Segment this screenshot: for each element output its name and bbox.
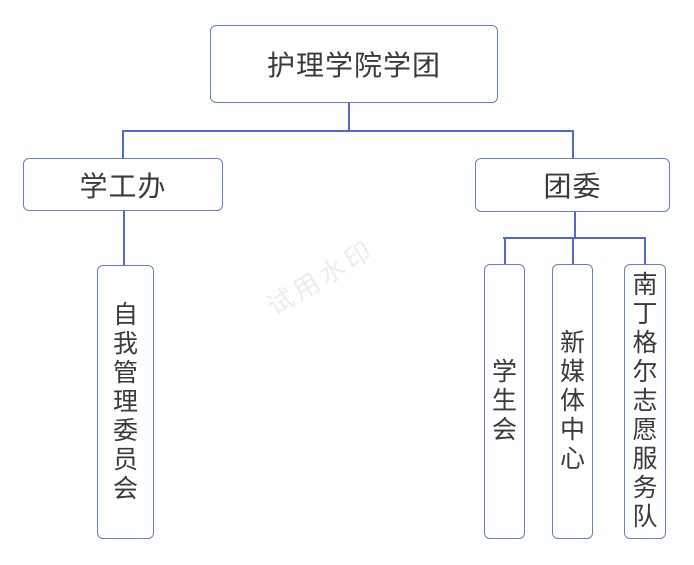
node-nandinggeer-label: 南丁格尔志愿服务队 (632, 271, 658, 531)
trial-watermark: 试用水印 (250, 223, 391, 329)
connector-level1-bus (122, 130, 574, 132)
node-ziwoguanli-label: 自我管理委员会 (113, 300, 139, 503)
connector-xuegongban-child (123, 211, 125, 265)
node-tuanwei[interactable]: 团委 (475, 158, 670, 212)
node-root-label: 护理学院学团 (266, 50, 441, 81)
node-xueshenghui[interactable]: 学生会 (484, 264, 525, 539)
node-xinmeiti-label: 新媒体中心 (560, 329, 586, 473)
connector-tuanwei-stem (574, 212, 576, 238)
node-xinmeiti-zhongxin[interactable]: 新媒体中心 (552, 264, 593, 539)
node-xueshenghui-label: 学生会 (492, 358, 518, 444)
node-nandinggeer-fuwudui[interactable]: 南丁格尔志愿服务队 (624, 264, 666, 539)
connector-drop-xuegongban (122, 130, 124, 158)
node-xuegongban-label: 学工办 (79, 170, 167, 202)
connector-drop-xinmeiti (572, 237, 574, 264)
node-xuegongban[interactable]: 学工办 (23, 158, 223, 211)
connector-drop-tuanwei (572, 130, 574, 158)
connector-level2-bus (503, 237, 646, 239)
connector-drop-nandinggeer (644, 237, 646, 264)
node-root[interactable]: 护理学院学团 (210, 25, 498, 103)
node-ziwoguanli-weiyuanhui[interactable]: 自我管理委员会 (97, 265, 154, 539)
connector-drop-xueshenghui (504, 237, 506, 264)
node-tuanwei-label: 团委 (543, 171, 602, 202)
watermark-text: 试用水印 (261, 233, 380, 322)
connector-root-stem (348, 103, 350, 131)
